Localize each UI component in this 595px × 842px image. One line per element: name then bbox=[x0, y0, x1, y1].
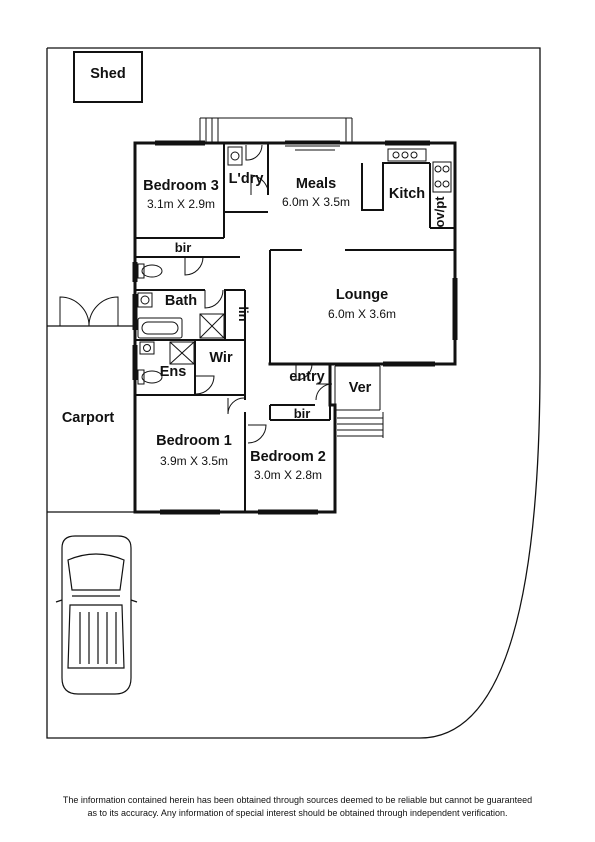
label-shed: Shed bbox=[90, 66, 125, 82]
label-verandah: Ver bbox=[349, 380, 372, 396]
door-swings bbox=[184, 144, 333, 444]
house-walls bbox=[133, 141, 457, 514]
label-wir: Wir bbox=[209, 350, 233, 366]
dims-meals: 6.0m X 3.5m bbox=[282, 195, 350, 209]
car-icon bbox=[55, 535, 138, 695]
label-kitchen: Kitch bbox=[389, 186, 425, 202]
label-entry: entry bbox=[289, 369, 324, 385]
label-bedroom-2: Bedroom 2 bbox=[250, 449, 326, 465]
label-laundry: L'dry bbox=[229, 171, 264, 187]
shed-outline bbox=[73, 51, 143, 103]
label-bir-bedroom-2: bir bbox=[294, 406, 311, 421]
label-bir-bedroom-3: bir bbox=[175, 240, 192, 255]
carport-area bbox=[47, 296, 135, 513]
interior-walls bbox=[135, 143, 455, 512]
kitchen-sink bbox=[387, 148, 427, 162]
basin-bath bbox=[137, 292, 153, 308]
label-meals: Meals bbox=[296, 176, 336, 192]
rear-steps bbox=[199, 117, 353, 143]
label-lounge: Lounge bbox=[336, 287, 388, 303]
floor-plan: Shed Bedroom 3 3.1m X 2.9m L'dry Meals 6… bbox=[46, 47, 541, 739]
laundry-trough bbox=[227, 146, 243, 166]
label-bedroom-3: Bedroom 3 bbox=[143, 178, 219, 194]
label-carport: Carport bbox=[62, 410, 115, 426]
disclaimer-line-2: as to its accuracy. Any information of s… bbox=[87, 808, 508, 818]
cooktop bbox=[432, 161, 452, 193]
toilet-main bbox=[137, 263, 163, 279]
bathtub bbox=[137, 317, 183, 339]
sliding-door bbox=[285, 140, 340, 151]
dims-bedroom-2: 3.0m X 2.8m bbox=[254, 468, 322, 482]
label-ensuite: Ens bbox=[160, 364, 187, 380]
verandah bbox=[334, 365, 384, 438]
property-boundary bbox=[46, 47, 541, 739]
toilet-ensuite bbox=[137, 369, 163, 385]
dims-lounge: 6.0m X 3.6m bbox=[328, 307, 396, 321]
label-linen: lin bbox=[236, 306, 251, 321]
label-oven-pantry: ov/pt bbox=[432, 196, 447, 228]
dims-bedroom-1: 3.9m X 3.5m bbox=[160, 454, 228, 468]
windows bbox=[132, 140, 458, 515]
label-bath: Bath bbox=[165, 293, 197, 309]
label-bedroom-1: Bedroom 1 bbox=[156, 433, 232, 449]
basin-ensuite bbox=[139, 341, 155, 355]
dims-bedroom-3: 3.1m X 2.9m bbox=[147, 197, 215, 211]
disclaimer: The information contained herein has bee… bbox=[30, 794, 565, 820]
disclaimer-line-1: The information contained herein has bee… bbox=[62, 795, 533, 805]
shower-bath bbox=[199, 313, 225, 339]
shower-ensuite bbox=[169, 341, 195, 365]
